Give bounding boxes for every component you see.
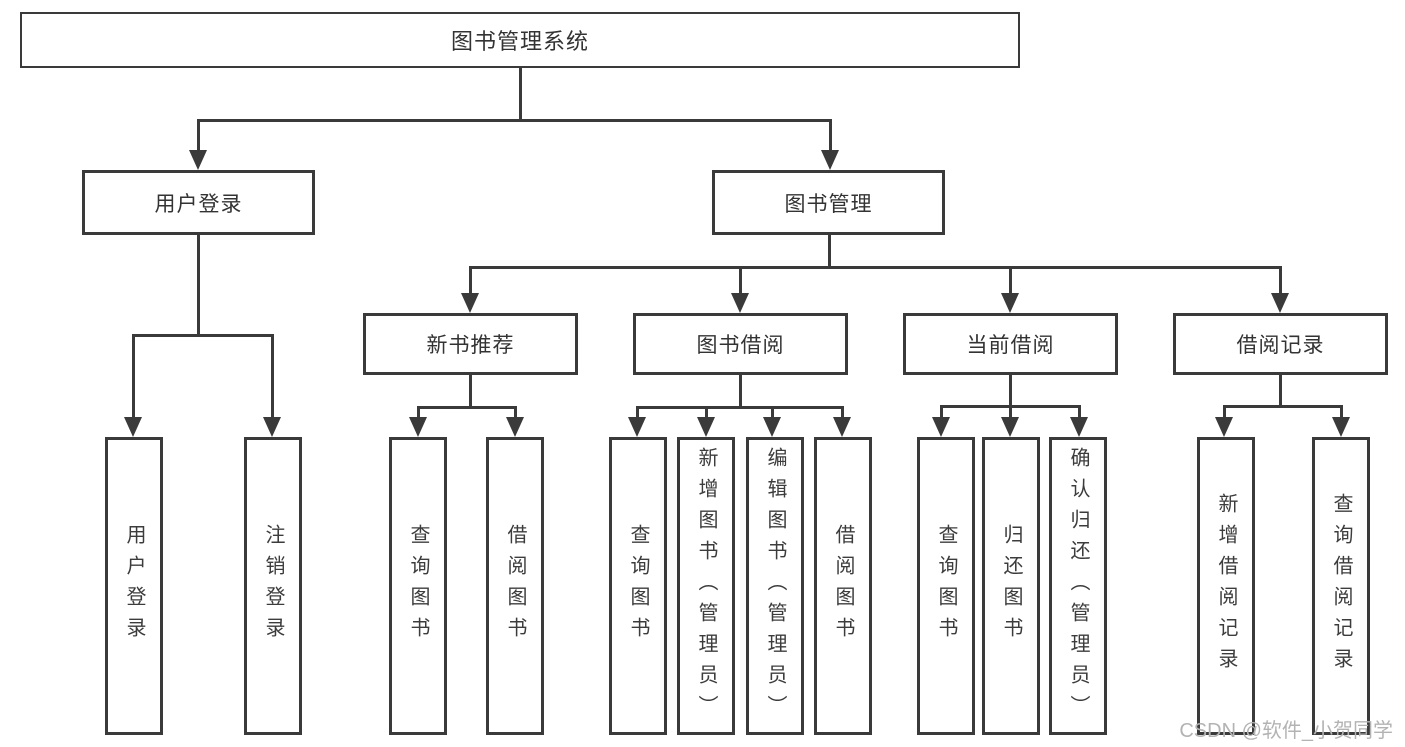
connector-line	[1223, 405, 1343, 408]
connector-line	[1223, 405, 1226, 419]
csdn-watermark: CSDN @软件_小贺同学	[1179, 720, 1393, 742]
node-leaf-query-books-current: 查询图书	[917, 437, 975, 735]
arrow-down-icon	[263, 417, 281, 437]
arrow-down-icon	[124, 417, 142, 437]
node-book-management: 图书管理	[712, 170, 945, 235]
node-leaf-confirm-return-admin: 确认归还（管理员）	[1049, 437, 1107, 735]
leaf-label: 新增图书（管理员）	[695, 446, 717, 726]
connector-line	[1279, 266, 1282, 295]
connector-line	[1009, 405, 1012, 419]
connector-line	[940, 405, 943, 419]
leaf-label: 新增借阅记录	[1215, 493, 1237, 679]
node-leaf-borrow-books-borrowing: 借阅图书	[814, 437, 872, 735]
leaf-label: 查询图书	[407, 524, 429, 648]
node-leaf-add-books-admin: 新增图书（管理员）	[677, 437, 735, 735]
node-leaf-logout: 注销登录	[244, 437, 302, 735]
node-leaf-query-books-recommend: 查询图书	[389, 437, 447, 735]
leaf-label: 注销登录	[262, 524, 284, 648]
connector-line	[636, 406, 639, 419]
arrow-down-icon	[1271, 293, 1289, 313]
leaf-label: 查询图书	[935, 524, 957, 648]
connector-line	[828, 235, 831, 269]
node-user-login: 用户登录	[82, 170, 315, 235]
connector-line	[417, 406, 517, 409]
leaf-label: 查询图书	[627, 524, 649, 648]
leaf-label: 查询借阅记录	[1330, 493, 1352, 679]
connector-line	[132, 334, 135, 418]
node-leaf-edit-books-admin: 编辑图书（管理员）	[746, 437, 804, 735]
connector-line	[1340, 405, 1343, 419]
leaf-label: 编辑图书（管理员）	[764, 446, 786, 726]
connector-line	[132, 334, 274, 337]
leaf-label: 借阅图书	[504, 524, 526, 648]
arrow-down-icon	[1215, 417, 1233, 437]
node-current-borrowing: 当前借阅	[903, 313, 1118, 375]
arrow-down-icon	[1070, 417, 1088, 437]
connector-line	[1078, 405, 1081, 419]
node-borrowing-records: 借阅记录	[1173, 313, 1388, 375]
arrow-down-icon	[506, 417, 524, 437]
node-new-book-recommend: 新书推荐	[363, 313, 578, 375]
connector-line	[197, 119, 832, 122]
connector-line	[469, 375, 472, 408]
arrow-down-icon	[731, 293, 749, 313]
arrow-down-icon	[1001, 417, 1019, 437]
connector-line	[197, 119, 200, 152]
arrow-down-icon	[833, 417, 851, 437]
leaf-label: 确认归还（管理员）	[1067, 446, 1089, 726]
arrow-down-icon	[409, 417, 427, 437]
node-leaf-query-borrow-record: 查询借阅记录	[1312, 437, 1370, 735]
connector-line	[739, 266, 742, 295]
node-leaf-return-books: 归还图书	[982, 437, 1040, 735]
node-leaf-borrow-books-recommend: 借阅图书	[486, 437, 544, 735]
connector-line	[197, 235, 200, 337]
node-root: 图书管理系统	[20, 12, 1020, 68]
connector-line	[469, 266, 472, 295]
connector-line	[739, 375, 742, 408]
arrow-down-icon	[763, 417, 781, 437]
connector-line	[829, 119, 832, 152]
arrow-down-icon	[697, 417, 715, 437]
connector-line	[519, 68, 522, 122]
connector-line	[271, 334, 274, 418]
connector-line	[514, 406, 517, 419]
node-leaf-user-login-action: 用户登录	[105, 437, 163, 735]
arrow-down-icon	[1332, 417, 1350, 437]
connector-line	[636, 406, 844, 409]
node-leaf-query-books-borrowing: 查询图书	[609, 437, 667, 735]
arrow-down-icon	[461, 293, 479, 313]
arrow-down-icon	[1001, 293, 1019, 313]
leaf-label: 借阅图书	[832, 524, 854, 648]
node-book-borrowing: 图书借阅	[633, 313, 848, 375]
leaf-label: 归还图书	[1000, 524, 1022, 648]
arrow-down-icon	[821, 150, 839, 170]
arrow-down-icon	[628, 417, 646, 437]
connector-line	[469, 266, 1282, 269]
arrow-down-icon	[932, 417, 950, 437]
connector-line	[705, 406, 708, 419]
connector-line	[841, 406, 844, 419]
connector-line	[1279, 375, 1282, 407]
arrow-down-icon	[189, 150, 207, 170]
connector-line	[1009, 375, 1012, 407]
connector-line	[417, 406, 420, 419]
node-leaf-add-borrow-record: 新增借阅记录	[1197, 437, 1255, 735]
connector-line	[771, 406, 774, 419]
leaf-label: 用户登录	[123, 524, 145, 648]
connector-line	[1009, 266, 1012, 295]
